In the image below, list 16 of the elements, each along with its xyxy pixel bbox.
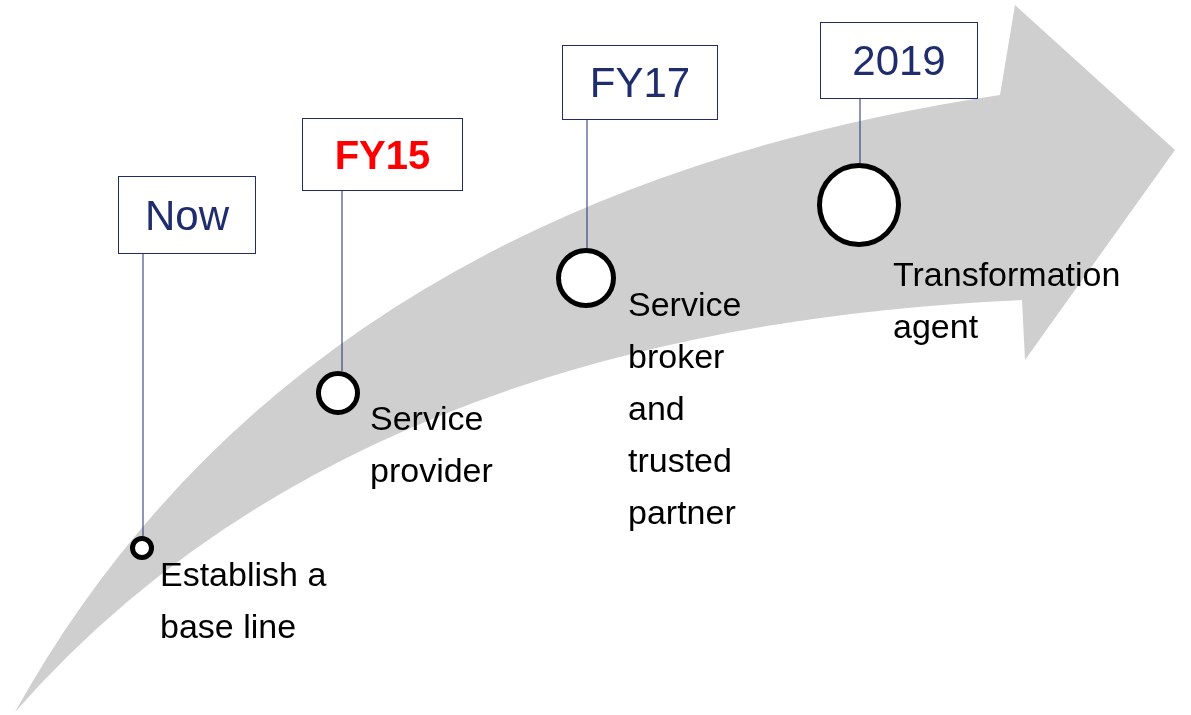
year-box bbox=[118, 176, 256, 254]
milestone-caption: Service provider bbox=[370, 398, 494, 491]
year-label: FY15 bbox=[334, 131, 431, 179]
leader-line bbox=[859, 98, 861, 164]
leader-line bbox=[142, 253, 144, 537]
year-box bbox=[562, 45, 718, 120]
year-label: 2019 bbox=[852, 36, 946, 86]
year-box bbox=[820, 22, 978, 99]
milestone-caption: Transformation agent bbox=[893, 254, 1122, 347]
year-box bbox=[302, 118, 463, 191]
year-label: Now bbox=[145, 190, 229, 241]
year-label: FY17 bbox=[589, 58, 691, 108]
milestone-caption: Establish a base line bbox=[160, 554, 328, 647]
leader-line bbox=[341, 190, 343, 372]
milestone-caption: Service broker and trusted partner bbox=[628, 284, 743, 533]
leader-line bbox=[586, 119, 588, 249]
